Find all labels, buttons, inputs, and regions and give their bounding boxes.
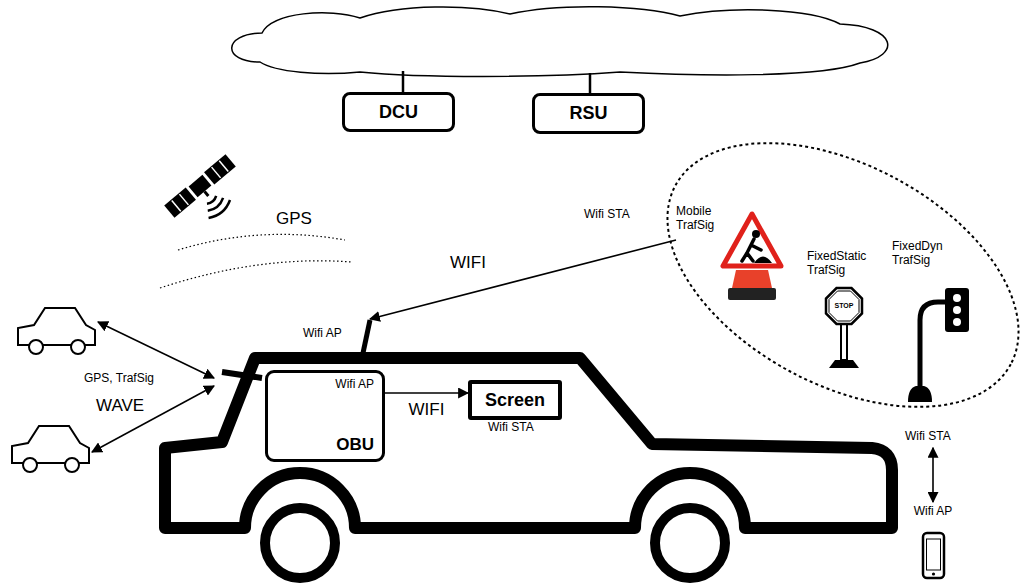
cloud-link xyxy=(589,73,592,94)
traffic-sign-group: Wifi STAMobile TrafSigWifi STAFixedStati… xyxy=(655,140,1030,412)
node-label: Screen xyxy=(485,390,545,411)
cloud xyxy=(232,7,888,77)
gps-signal xyxy=(178,234,345,250)
screen-box: ScreenWifi STA xyxy=(468,380,562,420)
traffic-light: FixedDyn TrafSig xyxy=(890,240,980,405)
smartphone: Wifi AP xyxy=(900,505,966,583)
wave-link xyxy=(98,322,214,378)
wifi-link xyxy=(385,392,468,394)
obu-box: Wifi AP OBU xyxy=(265,370,385,462)
small-car xyxy=(18,308,95,354)
roadworks-sign xyxy=(720,210,784,305)
edge-label: WIFI xyxy=(407,400,447,420)
node-label: Wifi AP xyxy=(335,378,374,392)
node-label: Wifi STA xyxy=(488,421,534,435)
gps-signal xyxy=(160,261,352,288)
annotation: WAVE xyxy=(96,396,144,416)
wifi-link xyxy=(932,448,934,502)
annotation: STOP xyxy=(835,302,854,310)
stop-sign: FixedStatic TrafSig xyxy=(805,250,887,372)
server-box: DCU xyxy=(342,92,455,132)
stop-sign-icon xyxy=(819,286,869,370)
edge-label: WIFI xyxy=(448,253,488,273)
phone-icon xyxy=(921,532,947,580)
node-label: Wifi AP xyxy=(900,505,966,519)
node-label: OBU xyxy=(336,435,374,455)
node-label: FixedStatic TrafSig xyxy=(807,250,887,278)
satellite xyxy=(164,154,252,238)
node-label: Mobile TrafSig xyxy=(676,205,722,233)
cloud-link xyxy=(402,71,405,93)
wifi-link xyxy=(370,240,676,319)
node-label: Wifi STA xyxy=(905,430,951,444)
mobile-traffic-sign: Mobile TrafSigWifi STA xyxy=(676,205,786,305)
annotation: GPS xyxy=(276,209,312,229)
node-label: DCU xyxy=(379,102,418,123)
node-label: Wifi STA xyxy=(584,208,630,222)
annotation: GPS, TrafSig xyxy=(84,372,154,386)
node-label: Wifi AP xyxy=(303,327,342,341)
server-box: RSU xyxy=(532,93,645,134)
node-label: RSU xyxy=(569,103,607,124)
node-label: FixedDyn TrafSig xyxy=(892,240,964,268)
vehicle: Wifi APWifi APOBUScreenWifi STA xyxy=(158,318,900,587)
small-car xyxy=(12,426,89,472)
